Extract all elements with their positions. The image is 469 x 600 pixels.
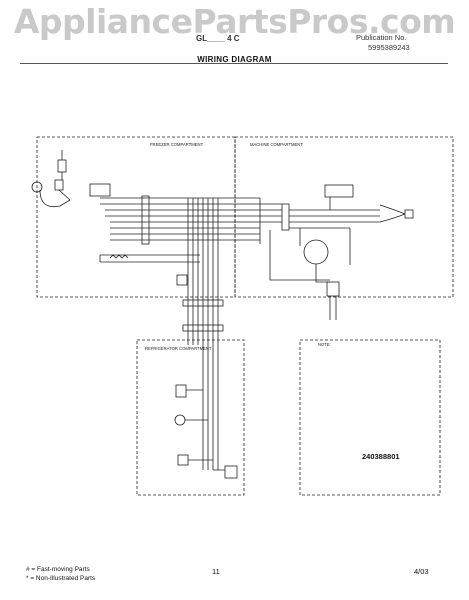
watermark: AppliancePartsPros.com	[13, 2, 456, 41]
cold-control-box	[224, 465, 238, 479]
publication-label: Publication No.	[356, 33, 407, 42]
freezer-compartment-box	[36, 136, 236, 298]
freezer-connector	[141, 195, 150, 245]
machine-compartment-label: MACHINE COMPARTMENT	[250, 142, 303, 147]
refrigerator-light	[174, 414, 186, 426]
freezer-light	[31, 181, 43, 193]
freezer-fan-motor	[57, 159, 67, 173]
refrigerator-compartment-box	[136, 339, 245, 496]
compressor	[303, 239, 329, 265]
refrigerator-switch	[177, 454, 189, 466]
model-number: GL____ 4 C	[196, 34, 240, 43]
legend-fast-moving: # = Fast-moving Parts	[26, 566, 90, 573]
machine-connector	[281, 203, 290, 231]
machine-compartment-box	[234, 136, 454, 298]
ice-maker-plug	[54, 179, 64, 191]
refrigerator-compartment-label: REFRIGERATOR COMPARTMENT	[145, 346, 212, 351]
freezer-compartment-label: FREEZER COMPARTMENT	[150, 142, 204, 147]
revision-date: 4/03	[414, 567, 429, 576]
refrigerator-connector-bottom	[182, 324, 224, 332]
temperature-control	[175, 384, 187, 398]
condenser-fan-motor	[326, 281, 340, 297]
figure-number: 240388801	[362, 452, 400, 461]
ice-maker-switch	[89, 183, 111, 197]
legend-non-illustrated: * = Non-Illustrated Parts	[26, 575, 96, 582]
power-cord-plug	[404, 209, 414, 219]
page-number: 11	[212, 567, 220, 576]
note-label: NOTE:	[318, 342, 331, 347]
part-number: 5995389243	[368, 43, 410, 52]
overload-protector	[324, 184, 354, 198]
freezer-light-socket	[176, 274, 188, 286]
note-box	[299, 339, 441, 496]
header-rule	[20, 63, 448, 64]
refrigerator-connector-top	[182, 299, 224, 307]
page-title: WIRING DIAGRAM	[197, 55, 272, 64]
